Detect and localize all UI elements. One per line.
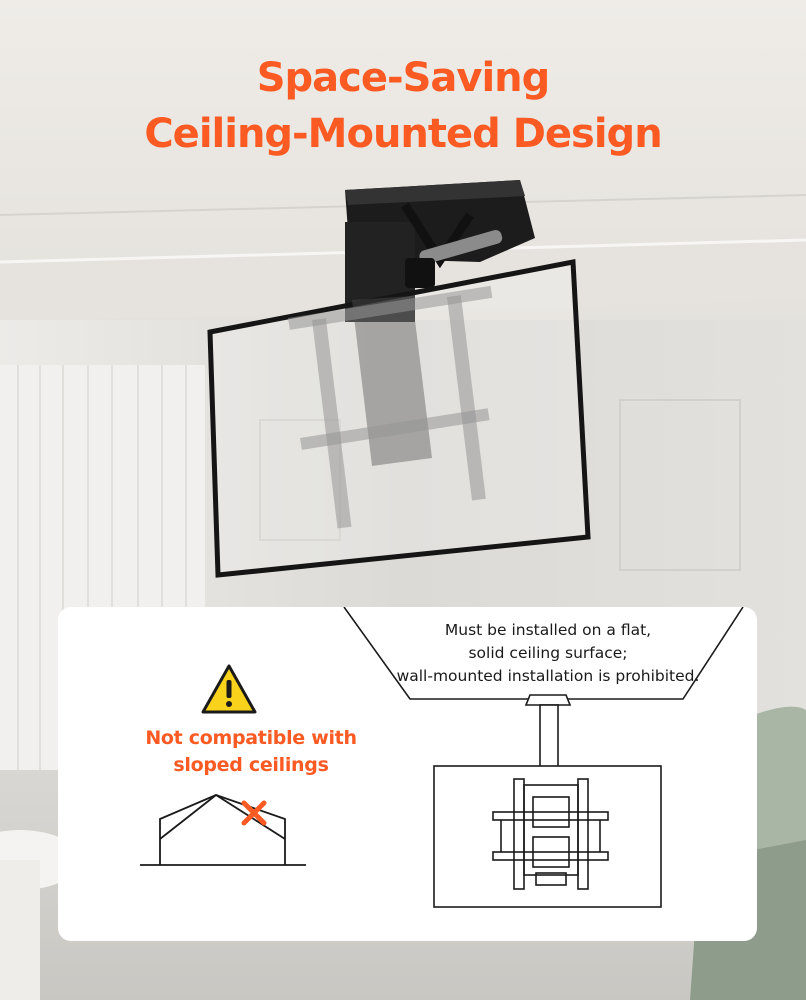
warning-line-1: Not compatible with	[145, 727, 357, 749]
tv-screen	[207, 259, 591, 578]
sloped-ceiling-warning: Not compatible with sloped ceilings	[86, 725, 416, 779]
headline-line-2: Ceiling-Mounted Design	[144, 111, 662, 157]
headline-line-1: Space-Saving	[256, 55, 551, 101]
info-card-diagrams	[140, 607, 744, 908]
note-line-1: Must be installed on a flat,	[444, 621, 652, 639]
warning-triangle-icon	[201, 664, 257, 714]
headline: Space-Saving Ceiling-Mounted Design	[0, 50, 806, 162]
flat-ceiling-mount-diagram	[433, 694, 662, 908]
info-card: Not compatible with sloped ceilings Must…	[58, 607, 757, 941]
note-line-2: solid ceiling surface;	[468, 644, 628, 662]
note-line-3: wall-mounted installation is prohibited.	[396, 667, 700, 685]
warning-line-2: sloped ceilings	[173, 754, 329, 776]
sloped-ceiling-diagram	[140, 793, 306, 866]
installation-note: Must be installed on a flat, solid ceili…	[388, 619, 708, 688]
cross-mark-icon	[241, 800, 267, 826]
